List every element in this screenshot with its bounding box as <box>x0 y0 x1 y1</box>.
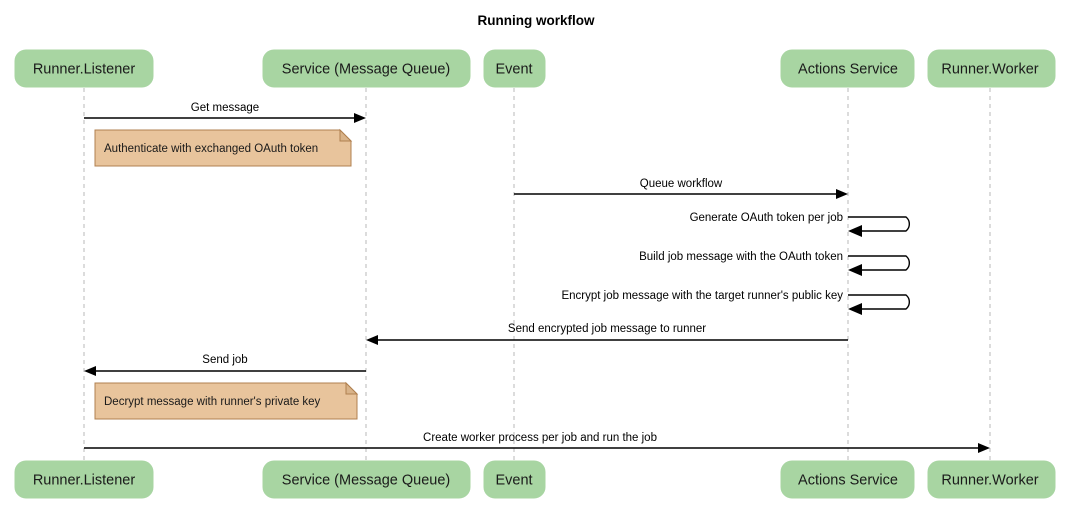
participant-header-queue[interactable]: Service (Message Queue) <box>262 49 471 88</box>
note-label-decrypt-note: Decrypt message with runner's private ke… <box>104 396 321 408</box>
diagram-title: Running workflow <box>478 13 595 28</box>
participant-footer-worker[interactable]: Runner.Worker <box>927 460 1056 499</box>
message-label-get-message: Get message <box>191 102 259 114</box>
participant-footer-actions[interactable]: Actions Service <box>780 460 915 499</box>
participant-footer-label-queue: Service (Message Queue) <box>282 472 450 488</box>
participant-footer-box-event[interactable] <box>483 460 546 499</box>
message-label-send-encrypted-job-message: Send encrypted job message to runner <box>508 323 706 335</box>
note-decrypt-note: Decrypt message with runner's private ke… <box>94 381 359 420</box>
note-label-authenticate-note: Authenticate with exchanged OAuth token <box>104 143 318 155</box>
participant-footers: Runner.Listener Service (Message Queue) … <box>14 460 1056 499</box>
message-build-job-message[interactable]: Build job message with the OAuth token <box>639 251 910 276</box>
lifelines-group <box>83 88 991 461</box>
participant-label-actions: Actions Service <box>798 61 898 77</box>
participant-label-event: Event <box>495 61 532 77</box>
participant-footer-label-event: Event <box>495 472 532 488</box>
participant-box-queue[interactable] <box>262 49 471 88</box>
participant-footer-label-worker: Runner.Worker <box>941 472 1038 488</box>
message-label-build-job-message: Build job message with the OAuth token <box>639 251 843 263</box>
participant-header-actions[interactable]: Actions Service <box>780 49 915 88</box>
participant-label-queue: Service (Message Queue) <box>282 61 450 77</box>
arrowhead-create-worker-process <box>978 443 990 453</box>
participant-headers: Runner.Listener Service (Message Queue) … <box>14 49 1056 88</box>
arrowhead-generate-oauth-token <box>848 225 862 237</box>
note-body-authenticate-note <box>94 129 352 167</box>
arrowhead-encrypt-job-message <box>848 303 862 315</box>
arrowhead-send-job <box>84 366 96 376</box>
message-line-encrypt-job-message <box>848 294 910 310</box>
participant-header-listener[interactable]: Runner.Listener <box>14 49 154 88</box>
message-generate-oauth-token[interactable]: Generate OAuth token per job <box>690 212 910 237</box>
participant-footer-listener[interactable]: Runner.Listener <box>14 460 154 499</box>
message-label-send-job: Send job <box>202 354 247 366</box>
note-fold-decrypt-note <box>345 381 359 395</box>
message-label-queue-workflow: Queue workflow <box>640 178 723 190</box>
participant-label-listener: Runner.Listener <box>33 61 136 77</box>
message-label-create-worker-process: Create worker process per job and run th… <box>423 432 657 444</box>
note-body-decrypt-note <box>94 382 358 420</box>
participant-footer-box-queue[interactable] <box>262 460 471 499</box>
participant-box-actions[interactable] <box>780 49 915 88</box>
participant-footer-event[interactable]: Event <box>483 460 546 499</box>
message-label-generate-oauth-token: Generate OAuth token per job <box>690 212 843 224</box>
participant-footer-box-worker[interactable] <box>927 460 1056 499</box>
message-queue-workflow[interactable]: Queue workflow <box>514 178 848 199</box>
participant-footer-label-listener: Runner.Listener <box>33 472 136 488</box>
participant-header-event[interactable]: Event <box>483 49 546 88</box>
participant-footer-box-actions[interactable] <box>780 460 915 499</box>
note-authenticate-note: Authenticate with exchanged OAuth token <box>94 128 353 167</box>
message-send-encrypted-job-message[interactable]: Send encrypted job message to runner <box>366 323 848 345</box>
message-create-worker-process[interactable]: Create worker process per job and run th… <box>84 432 990 453</box>
participant-footer-queue[interactable]: Service (Message Queue) <box>262 460 471 499</box>
arrowhead-build-job-message <box>848 264 862 276</box>
participant-footer-label-actions: Actions Service <box>798 472 898 488</box>
message-line-build-job-message <box>848 255 910 271</box>
message-encrypt-job-message[interactable]: Encrypt job message with the target runn… <box>561 290 910 315</box>
note-fold-authenticate-note <box>339 128 353 142</box>
participant-box-event[interactable] <box>483 49 546 88</box>
participant-footer-box-listener[interactable] <box>14 460 154 499</box>
message-line-generate-oauth-token <box>848 216 910 232</box>
participant-box-listener[interactable] <box>14 49 154 88</box>
arrowhead-queue-workflow <box>836 189 848 199</box>
participant-header-worker[interactable]: Runner.Worker <box>927 49 1056 88</box>
participant-label-worker: Runner.Worker <box>941 61 1038 77</box>
message-send-job[interactable]: Send job <box>84 354 366 376</box>
message-label-encrypt-job-message: Encrypt job message with the target runn… <box>561 290 843 302</box>
message-get-message[interactable]: Get message <box>84 102 366 123</box>
arrowhead-get-message <box>354 113 366 123</box>
participant-box-worker[interactable] <box>927 49 1056 88</box>
arrowhead-send-encrypted-job-message <box>366 335 378 345</box>
